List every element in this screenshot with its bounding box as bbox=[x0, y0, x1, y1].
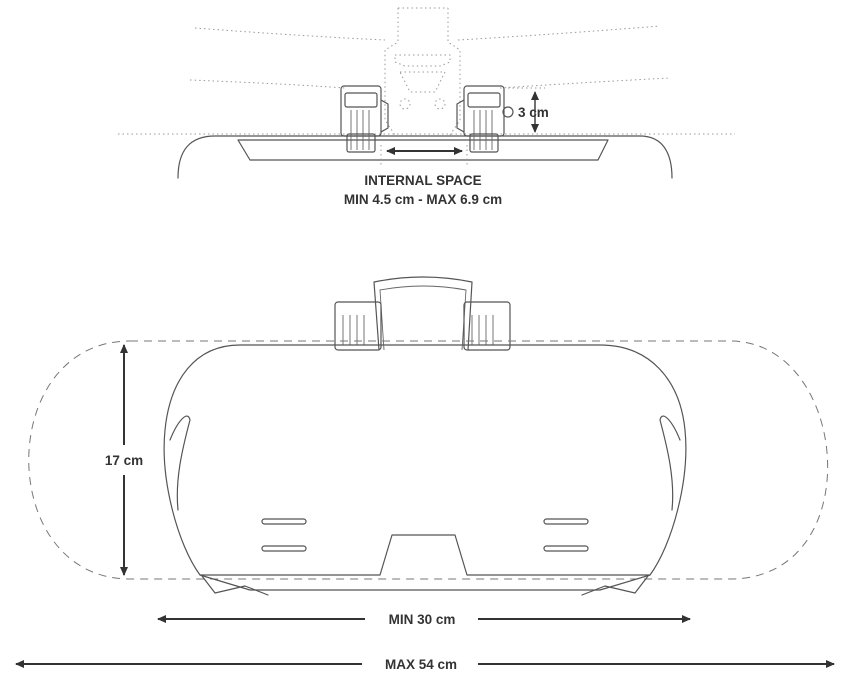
left-mount bbox=[340, 85, 389, 153]
reflective-strip bbox=[543, 518, 589, 525]
height-17cm-label: 17 cm bbox=[105, 453, 143, 468]
bag-right-fold bbox=[659, 415, 681, 511]
handlebar-guide-line bbox=[457, 25, 661, 41]
handlebar-guide-line bbox=[499, 77, 671, 89]
front-right-mount bbox=[463, 301, 511, 351]
internal-space-title: INTERNAL SPACE bbox=[364, 173, 481, 188]
max-size-outline bbox=[28, 340, 829, 580]
reflective-strip bbox=[261, 545, 307, 552]
bag-body bbox=[163, 344, 687, 591]
bag-left-fold bbox=[169, 415, 191, 511]
handlebar-guide-line bbox=[194, 27, 386, 41]
right-mount bbox=[456, 85, 514, 153]
max-width-label: MAX 54 cm bbox=[385, 657, 457, 672]
min-width-label: MIN 30 cm bbox=[389, 612, 456, 627]
bag-top-outline bbox=[177, 135, 673, 179]
reflective-strip bbox=[261, 518, 307, 525]
height-3cm-label: 3 cm bbox=[518, 105, 549, 120]
front-left-mount bbox=[334, 301, 382, 351]
top-view: 3 cm INTERNAL SPACE MIN 4.5 cm - MAX 6.9… bbox=[118, 7, 735, 207]
handlebar-loop bbox=[373, 276, 473, 351]
bag-top-strap bbox=[237, 139, 609, 161]
front-view: 17 cm MIN 30 cm MAX 54 cm bbox=[15, 276, 835, 672]
bag-bottom-right-corner bbox=[581, 575, 649, 596]
internal-space-range: MIN 4.5 cm - MAX 6.9 cm bbox=[344, 192, 502, 207]
reflective-strip bbox=[543, 545, 589, 552]
bag-bottom-left-corner bbox=[201, 575, 269, 596]
bag-bottom-panel bbox=[199, 534, 651, 576]
stem-outline bbox=[384, 7, 461, 136]
handlebar-guide-line bbox=[189, 79, 346, 89]
